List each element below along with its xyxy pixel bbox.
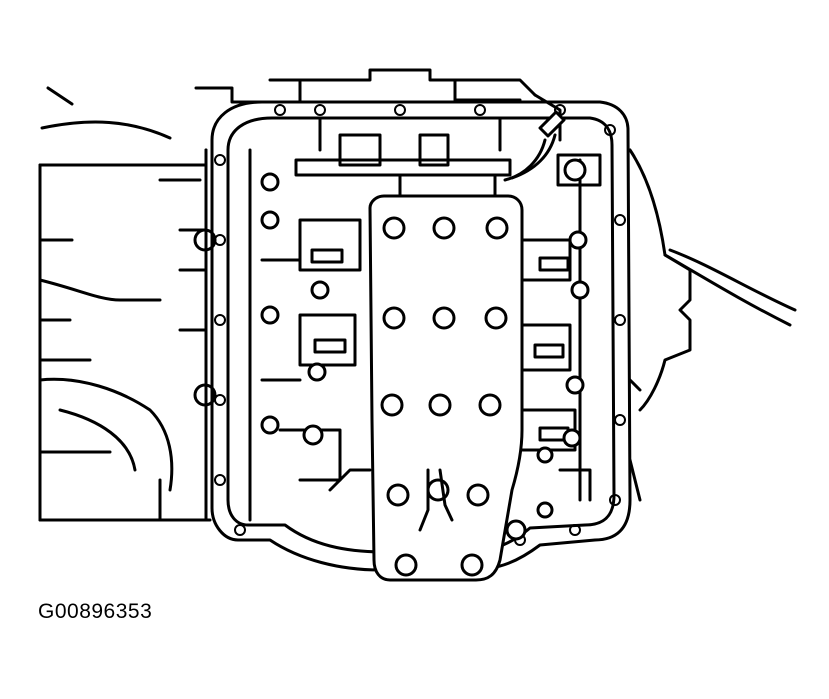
cover-bolt xyxy=(478,393,502,417)
cover-bolt xyxy=(382,306,406,330)
case-top xyxy=(194,68,562,142)
valve-body-cover-plate xyxy=(368,194,524,582)
case-right xyxy=(503,110,797,502)
cover-bolt xyxy=(432,306,456,330)
cover-bolt xyxy=(460,553,484,577)
cover-bolt xyxy=(394,553,418,577)
cover-bolt xyxy=(386,483,410,507)
cover-bolt xyxy=(380,393,404,417)
cover-bolt xyxy=(382,216,406,240)
cover-bolt xyxy=(485,216,509,240)
figure-code: G00896353 xyxy=(38,600,153,623)
cover-bolt xyxy=(466,483,490,507)
cover-bolt xyxy=(432,216,456,240)
cover-bolt xyxy=(484,306,508,330)
cover-bolt xyxy=(428,393,452,417)
transmission-case-left xyxy=(38,86,217,522)
valve-body-internals xyxy=(248,116,602,541)
